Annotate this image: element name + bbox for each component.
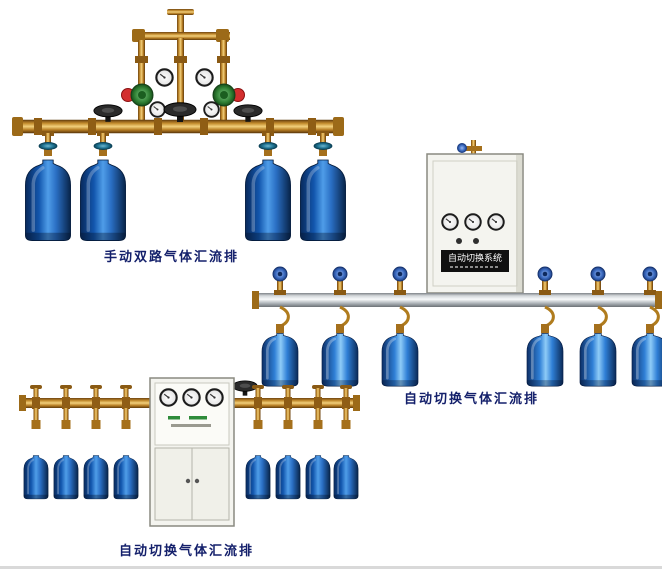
cylinder-station xyxy=(260,266,300,388)
pressure-gauge xyxy=(182,388,201,407)
product-manual-dual-manifold[interactable] xyxy=(8,8,348,253)
cylinder-connector xyxy=(93,131,113,156)
gas-cylinder xyxy=(334,456,358,499)
product-caption-manual-dual: 手动双路气体汇流排 xyxy=(104,249,240,264)
pressure-gauge xyxy=(149,101,166,118)
cylinder-station xyxy=(525,266,565,388)
switch-cabinet xyxy=(149,377,235,527)
green-label-mark xyxy=(189,416,207,420)
auto-switch-cabinet-illustration xyxy=(19,377,360,527)
cabinet-panel-label: 自动切换系统 xyxy=(448,252,502,263)
right-regulator xyxy=(212,83,245,107)
pressure-gauge xyxy=(203,101,220,118)
cylinder-station xyxy=(276,385,300,499)
gas-cylinder xyxy=(84,456,108,499)
cylinder-station xyxy=(630,266,662,388)
pressure-gauge xyxy=(205,388,224,407)
cylinder-connector xyxy=(38,131,58,156)
aluminum-manifold-pipe xyxy=(252,291,662,309)
valve-handwheel xyxy=(163,102,197,122)
cabinet-door-right xyxy=(191,447,230,521)
cylinder-station xyxy=(578,266,618,388)
cylinder-station xyxy=(84,385,108,499)
right-manifold-pipe xyxy=(234,395,360,411)
gas-cylinder xyxy=(578,332,618,388)
gas-cylinder xyxy=(630,332,662,388)
left-regulator xyxy=(121,83,154,107)
product-auto-switch-wall[interactable]: 自动切换系统 xyxy=(252,140,662,395)
control-cabinet: 自动切换系统 xyxy=(426,153,524,294)
pressure-gauge xyxy=(195,68,214,87)
door-handle xyxy=(185,478,191,484)
green-label-mark xyxy=(168,416,180,420)
indicator-light xyxy=(473,238,479,244)
gas-cylinder xyxy=(54,456,78,499)
manual-dual-manifold-illustration xyxy=(12,9,348,243)
cylinder-station xyxy=(24,385,48,499)
cylinder-station xyxy=(380,266,420,388)
gas-cylinder xyxy=(78,158,128,243)
main-manifold-pipe xyxy=(12,117,344,136)
product-caption-auto-switch-cabinet: 自动切换气体汇流排 xyxy=(119,543,255,558)
pressure-gauge xyxy=(159,388,178,407)
gas-cylinder xyxy=(246,456,270,499)
pressure-gauge xyxy=(464,213,482,231)
product-auto-switch-cabinet[interactable] xyxy=(8,368,368,553)
valve-handwheel xyxy=(233,104,263,122)
gas-cylinder xyxy=(525,332,565,388)
gas-cylinder xyxy=(276,456,300,499)
cylinder-station xyxy=(306,385,330,499)
left-manifold-pipe xyxy=(19,395,150,411)
pressure-gauge xyxy=(441,213,459,231)
gas-cylinder xyxy=(114,456,138,499)
cylinder-station xyxy=(114,385,138,499)
indicator-light xyxy=(456,238,462,244)
page-bottom-divider xyxy=(0,566,662,569)
pressure-gauge xyxy=(155,68,174,87)
product-caption-auto-switch-wall: 自动切换气体汇流排 xyxy=(404,391,540,406)
pressure-gauge xyxy=(487,213,505,231)
cylinder-connector xyxy=(313,131,333,156)
label-strip xyxy=(171,424,211,427)
gas-cylinder xyxy=(23,158,73,243)
cabinet-inlet-pipe xyxy=(457,140,482,155)
door-handle xyxy=(194,478,200,484)
cylinder-connector xyxy=(258,131,278,156)
gas-cylinder xyxy=(380,332,420,388)
cylinder-station xyxy=(334,385,358,499)
cylinder-station xyxy=(246,385,270,499)
cylinder-station xyxy=(54,385,78,499)
gas-cylinder xyxy=(24,456,48,499)
top-pipe-assembly xyxy=(132,9,230,120)
auto-switch-wall-illustration: 自动切换系统 xyxy=(252,140,662,388)
cabinet-door-left xyxy=(154,447,193,521)
gas-cylinder xyxy=(306,456,330,499)
valve-handwheel xyxy=(93,104,123,122)
cylinder-station xyxy=(320,266,360,388)
